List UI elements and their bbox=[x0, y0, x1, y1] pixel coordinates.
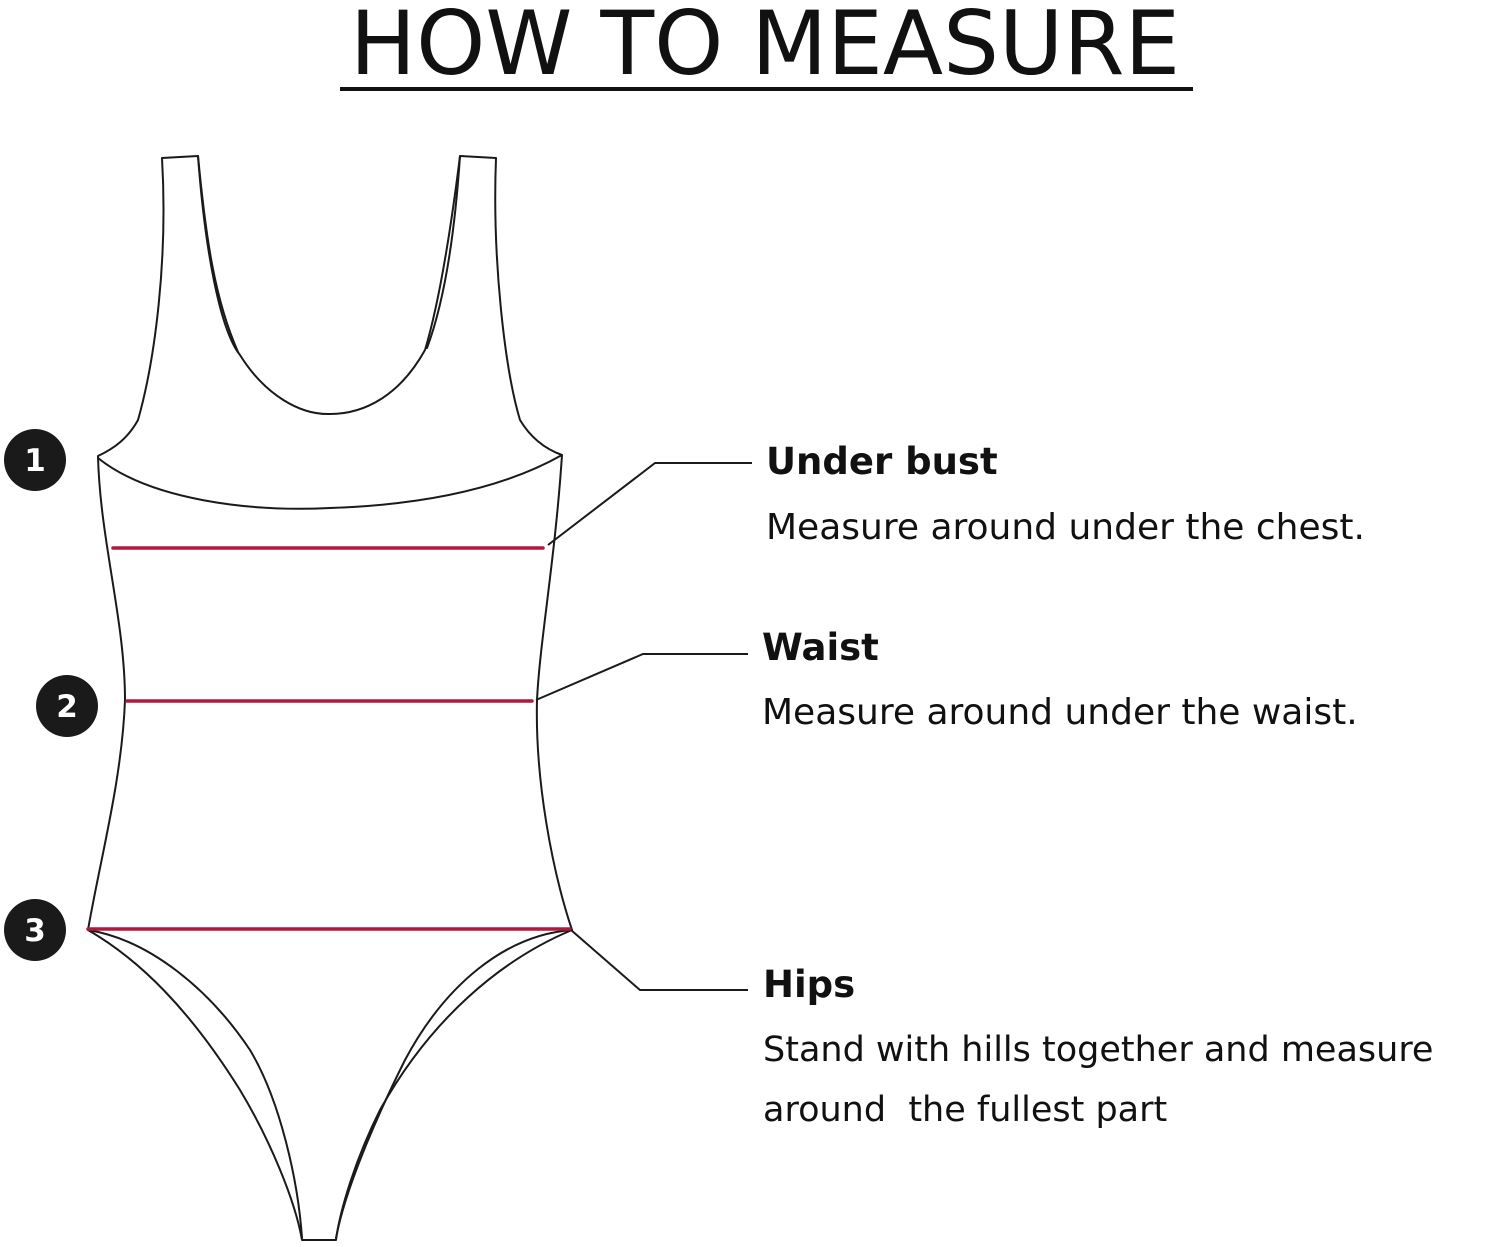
badge-2-number: 2 bbox=[56, 689, 78, 725]
hips-description-line-2: around the fullest part bbox=[763, 1090, 1168, 1130]
badge-3-number: 3 bbox=[24, 913, 46, 949]
hips-title: Hips bbox=[763, 963, 856, 1006]
leader-lines bbox=[535, 462, 752, 991]
left-leg-opening-inner bbox=[87, 929, 303, 1239]
under-bust-leader-line bbox=[547, 462, 752, 546]
hips-description-line-1: Stand with hills together and measure bbox=[763, 1030, 1434, 1070]
left-strap-inner-edge bbox=[197, 155, 239, 353]
under-bust-seam bbox=[97, 454, 563, 510]
waist-title: Waist bbox=[762, 626, 879, 669]
badge-3: 3 bbox=[4, 899, 66, 961]
badge-2: 2 bbox=[36, 675, 98, 737]
waist-description: Measure around under the waist. bbox=[762, 692, 1358, 733]
badge-1: 1 bbox=[4, 429, 66, 491]
badge-1-number: 1 bbox=[24, 443, 46, 479]
hips-leader-line bbox=[570, 929, 748, 991]
bodysuit-silhouette bbox=[87, 155, 573, 1241]
measurement-lines bbox=[86, 546, 572, 931]
title-underline bbox=[340, 87, 1193, 91]
page-title: HOW TO MEASURE bbox=[349, 0, 1181, 95]
under-bust-title: Under bust bbox=[766, 440, 998, 483]
bodysuit-outline bbox=[87, 155, 573, 1241]
right-leg-opening-inner bbox=[335, 929, 573, 1239]
under-bust-description: Measure around under the chest. bbox=[766, 507, 1365, 548]
waist-leader-line bbox=[535, 653, 748, 701]
right-strap-inner-edge bbox=[426, 155, 461, 349]
